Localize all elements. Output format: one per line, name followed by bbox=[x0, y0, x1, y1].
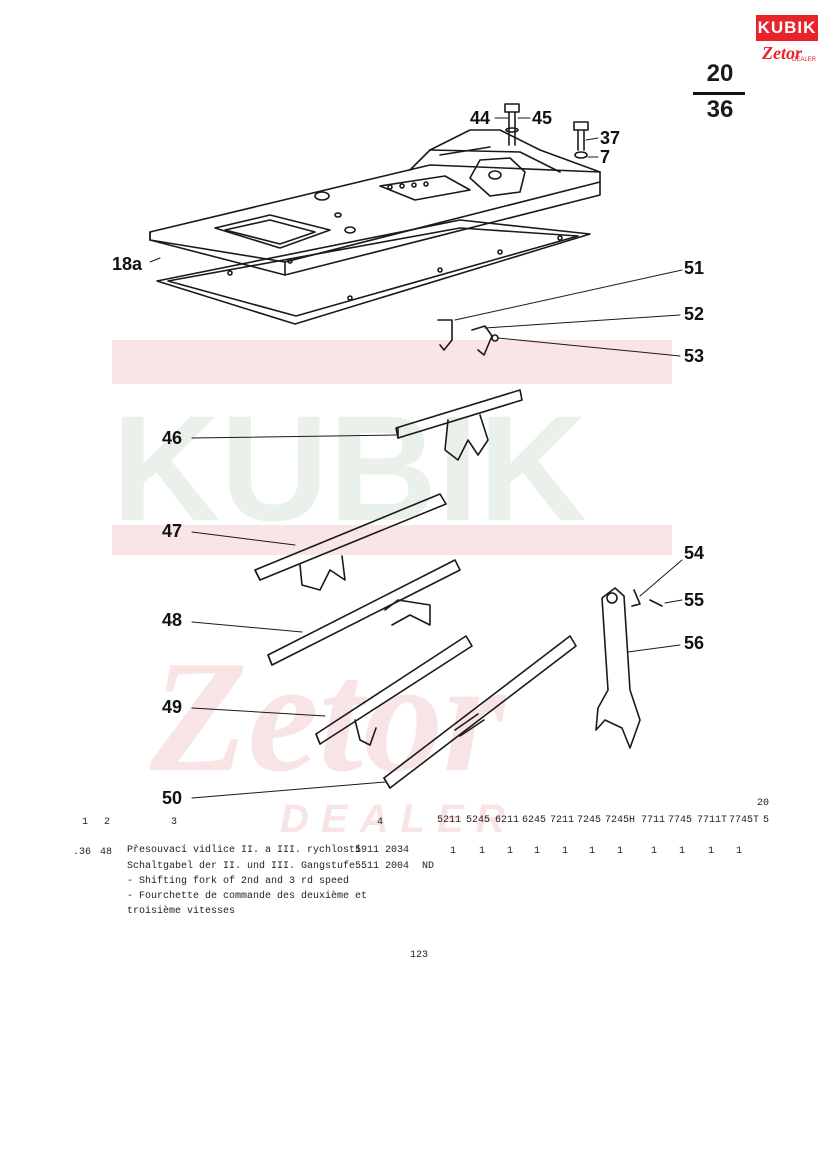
callout-18a: 18a bbox=[112, 254, 143, 274]
row-part-number: 5511 2004 bbox=[355, 861, 410, 872]
fork-46 bbox=[395, 389, 523, 461]
page-group: 20 bbox=[706, 60, 734, 87]
row-quantity: 1 bbox=[562, 846, 569, 857]
callout-46: 46 bbox=[162, 428, 183, 448]
logo-top-text: KUBIK bbox=[757, 18, 817, 37]
row-quantity: 1 bbox=[708, 846, 715, 857]
page-sheet: 36 bbox=[706, 96, 734, 123]
callout-44: 44 bbox=[470, 108, 491, 128]
model-header: 6245 bbox=[522, 815, 547, 826]
callout-52: 52 bbox=[684, 304, 705, 324]
group-number: 20 bbox=[757, 798, 770, 809]
logo-brand-text: Zetor bbox=[762, 43, 802, 63]
page-number: 123 bbox=[410, 950, 429, 961]
brand-logo: KUBIK Zetor DEALER bbox=[756, 15, 818, 67]
row-quantity: 1 bbox=[736, 846, 743, 857]
column-number-2: 2 bbox=[104, 817, 111, 828]
fork-48 bbox=[267, 559, 461, 666]
column-number-1: 1 bbox=[82, 817, 89, 828]
row-quantity: 1 bbox=[617, 846, 624, 857]
lever-56 bbox=[595, 587, 663, 749]
row-quantity: 1 bbox=[450, 846, 457, 857]
callout-56: 56 bbox=[684, 633, 705, 653]
bolts bbox=[504, 103, 589, 159]
fork-49 bbox=[315, 635, 473, 746]
callout-37: 37 bbox=[600, 128, 621, 148]
leader-lines bbox=[149, 117, 683, 799]
row-description-line: - Fourchette de commande des deuxième et bbox=[127, 891, 368, 902]
model-header: 6211 bbox=[495, 815, 520, 826]
callout-49: 49 bbox=[162, 697, 183, 717]
rod-50 bbox=[383, 635, 577, 789]
column-number-4: 4 bbox=[377, 817, 384, 828]
page-fraction-line bbox=[693, 92, 745, 95]
row-note: ND bbox=[422, 861, 435, 872]
model-header: 7745T bbox=[729, 815, 760, 826]
column-number-3: 3 bbox=[171, 817, 178, 828]
model-header: 5245 bbox=[466, 815, 491, 826]
callout-55: 55 bbox=[684, 590, 705, 610]
row-part-number: 5911 2034 bbox=[355, 845, 410, 856]
model-header: 7711T bbox=[697, 815, 728, 826]
row-description-line: Přesouvací vidlice II. a III. rychlosti bbox=[127, 845, 362, 856]
row-position: .36 bbox=[73, 847, 92, 858]
logo-dealer-text: DEALER bbox=[792, 57, 817, 63]
model-header: 7711 bbox=[641, 815, 666, 826]
model-header: 7745 bbox=[668, 815, 693, 826]
row-quantity: 1 bbox=[589, 846, 596, 857]
callout-51: 51 bbox=[684, 258, 705, 278]
fork-47 bbox=[254, 493, 447, 591]
model-header: 7245H bbox=[605, 815, 636, 826]
row-description-line: troisième vitesses bbox=[127, 906, 236, 917]
callout-54: 54 bbox=[684, 543, 705, 563]
row-quantity: 1 bbox=[534, 846, 541, 857]
row-quantity: 1 bbox=[479, 846, 486, 857]
callout-48: 48 bbox=[162, 610, 183, 630]
row-description-line: Schaltgabel der II. und III. Gangstufe bbox=[127, 861, 356, 872]
logo-subbanner: Zetor DEALER bbox=[756, 43, 818, 65]
callout-45: 45 bbox=[532, 108, 553, 128]
callout-47: 47 bbox=[162, 521, 183, 541]
row-description-line: - Shifting fork of 2nd and 3 rd speed bbox=[127, 876, 350, 887]
logo-banner: KUBIK bbox=[756, 15, 818, 41]
callout-7: 7 bbox=[600, 147, 611, 167]
row-item: 48 bbox=[100, 847, 113, 858]
cover-plate bbox=[149, 164, 601, 276]
callout-50: 50 bbox=[162, 788, 183, 808]
shift-housing bbox=[409, 129, 601, 197]
brackets bbox=[437, 319, 499, 356]
watermark-top-text: KUBIK bbox=[112, 384, 587, 552]
row-quantity: 1 bbox=[679, 846, 686, 857]
model-header: 5211 bbox=[437, 815, 462, 826]
row-quantity: 1 bbox=[507, 846, 514, 857]
model-header: 7211 bbox=[550, 815, 575, 826]
model-header: 7245 bbox=[577, 815, 602, 826]
watermark-sub-text: DEALER bbox=[280, 797, 516, 841]
gasket bbox=[156, 219, 591, 325]
group-suffix: 5 bbox=[763, 815, 770, 826]
watermark-bottom-text: Zetor bbox=[149, 627, 507, 805]
callout-53: 53 bbox=[684, 346, 705, 366]
row-quantity: 1 bbox=[651, 846, 658, 857]
